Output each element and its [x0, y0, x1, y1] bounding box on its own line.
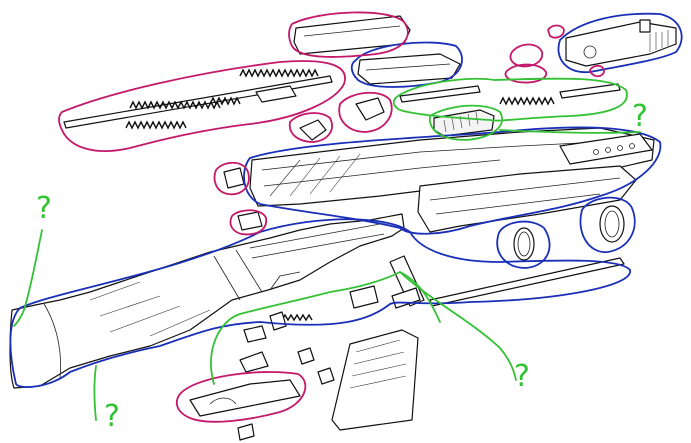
- magenta-outline-topcover: [288, 11, 409, 58]
- question-mark-bottom-center: ?: [514, 359, 530, 394]
- green-pointer-bottom: [93, 365, 97, 421]
- stock: [9, 213, 405, 389]
- green-pointer-right: [399, 271, 517, 381]
- blue-outline-stock: [9, 218, 631, 388]
- pins-and-rods: [389, 255, 425, 309]
- magenta-outline-left-part: [213, 161, 250, 196]
- green-outline-gas-parts: [392, 77, 628, 122]
- green-pointer-top-right: [499, 129, 641, 134]
- magenta-outline-small-top-2: [504, 63, 547, 84]
- question-mark-top-right: ?: [632, 99, 648, 134]
- question-mark-bottom-left: ?: [104, 399, 120, 434]
- magenta-outline-trigger: [175, 371, 307, 423]
- blue-outline-gasblock: [557, 12, 683, 73]
- handguard-top: [357, 53, 461, 85]
- bolt: [433, 109, 495, 137]
- top-cover: [293, 15, 411, 55]
- small-parts-upper: [223, 97, 385, 231]
- trigger-group: [189, 285, 379, 441]
- blue-outline-ring-right: [579, 196, 636, 253]
- gas-piston-parts: [399, 83, 621, 106]
- magenta-outline-rods: [58, 60, 346, 152]
- blue-outline-receiver: [243, 126, 662, 235]
- retainer-rings: [513, 205, 625, 261]
- magenta-outlines: [58, 11, 605, 423]
- magenta-outline-small-top-3: [547, 24, 565, 39]
- magenta-outline-smallparts-2: [338, 91, 393, 133]
- magenta-outline-small-top-4: [589, 64, 605, 78]
- magenta-outline-left-part-2: [229, 209, 268, 236]
- question-mark-left: ?: [36, 191, 52, 226]
- green-outlines: [13, 77, 641, 421]
- question-marks: ? ? ? ?: [36, 99, 648, 434]
- green-pointer-left: [13, 229, 43, 327]
- green-outline-trigger-parts: [210, 271, 441, 385]
- receiver-assembly: [249, 127, 655, 233]
- green-outline-bolt: [429, 104, 503, 141]
- recoil-spring-rods: [63, 68, 333, 130]
- magenta-outline-smallparts: [288, 112, 333, 143]
- blue-outline-ring-left: [496, 220, 551, 269]
- gas-block: [565, 19, 677, 67]
- magazine: [331, 329, 419, 431]
- magenta-outline-small-top-1: [509, 43, 544, 68]
